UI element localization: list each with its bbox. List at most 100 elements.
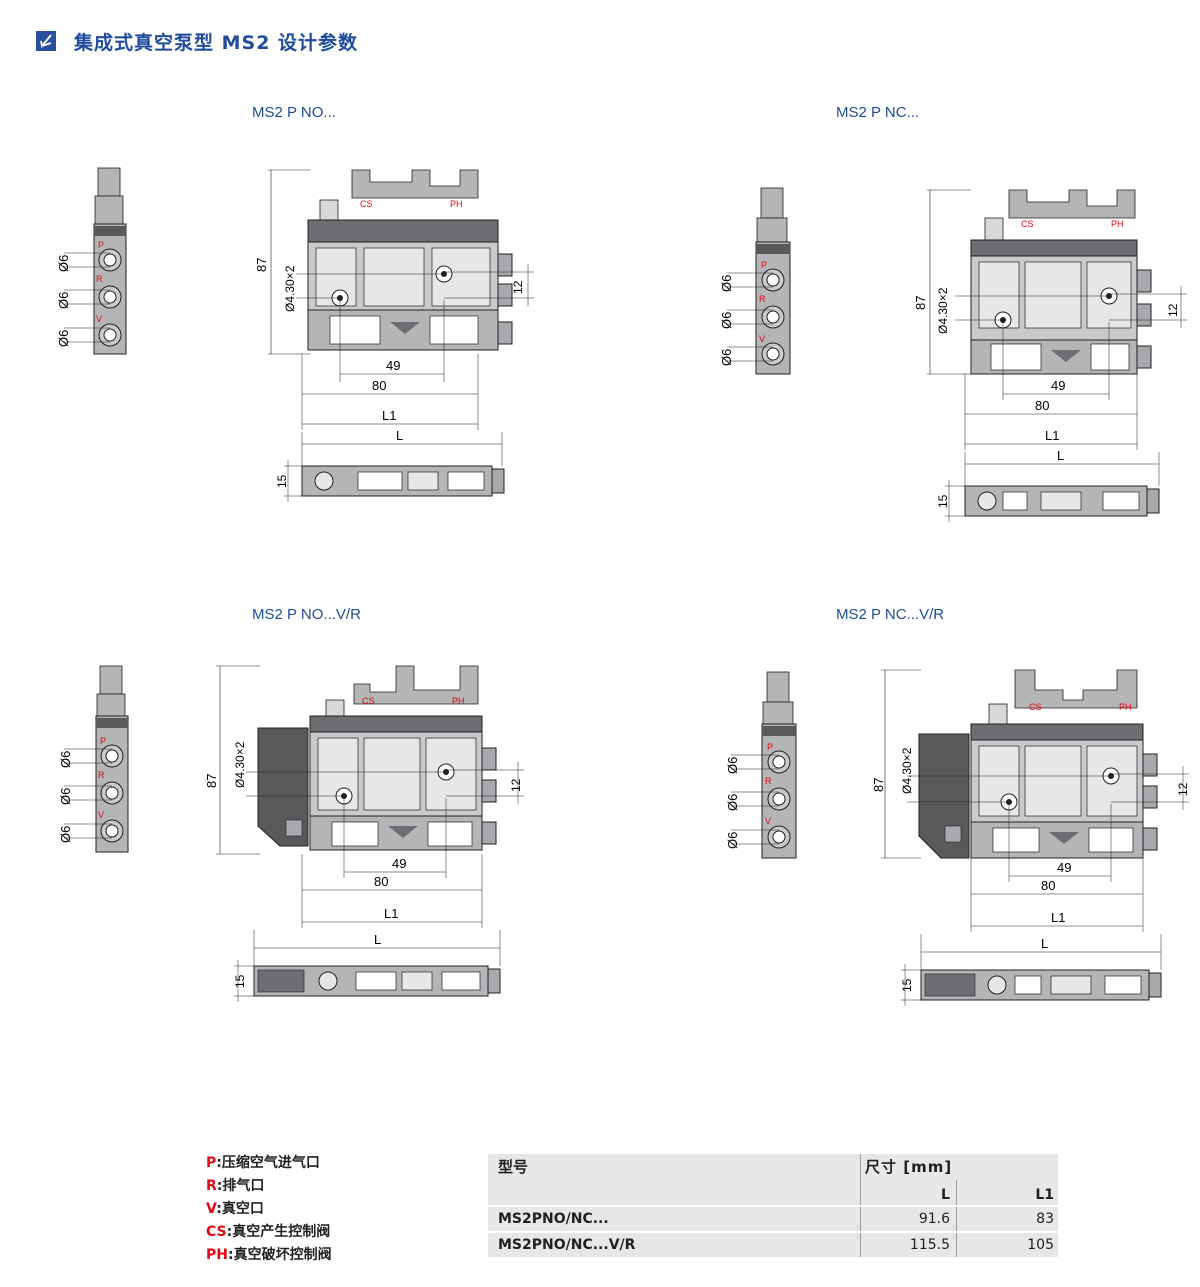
top-view: L 15 [275, 428, 505, 502]
front-view: CS PH 87 Ø4.30×2 12 49 80 [913, 189, 1187, 450]
svg-text:CS: CS [1021, 219, 1034, 229]
svg-text:L: L [396, 428, 403, 443]
drawing-label-no-vr: MS2 P NO...V/R [252, 606, 361, 623]
side-view: P R V Ø6 Ø6 Ø6 [58, 665, 129, 853]
port-legend: P:压缩空气进气口 R:排气口 V:真空口 CS:真空产生控制阀 PH:真空破坏… [206, 1152, 332, 1267]
tick-icon [36, 31, 56, 51]
svg-text:Ø6: Ø6 [56, 292, 71, 309]
svg-text:V: V [765, 816, 771, 826]
column-divider [956, 1180, 957, 1205]
svg-text:PH: PH [450, 199, 463, 209]
svg-text:15: 15 [275, 474, 289, 488]
svg-text:Ø6: Ø6 [725, 794, 740, 811]
svg-text:Ø6: Ø6 [56, 255, 71, 272]
top-view: L 15 [233, 930, 501, 1002]
svg-text:V: V [98, 810, 104, 820]
svg-text:15: 15 [900, 978, 914, 992]
technical-drawing-no-vr: P R V Ø6 Ø6 Ø6 CS PH 87 [58, 665, 524, 1002]
svg-text:80: 80 [372, 378, 386, 393]
svg-text:49: 49 [386, 358, 400, 373]
legend-item: PH:真空破坏控制阀 [206, 1247, 332, 1263]
svg-text:Ø6: Ø6 [725, 832, 740, 849]
l1-cell: 105 [956, 1233, 1058, 1257]
section-header: 集成式真空泵型 MS2 设计参数 [36, 28, 358, 54]
side-view: P R V Ø6 Ø6 Ø6 [719, 187, 791, 375]
svg-text:Ø6: Ø6 [58, 788, 73, 805]
svg-text:12: 12 [509, 778, 523, 792]
svg-text:Ø6: Ø6 [719, 275, 734, 292]
svg-text:Ø4.30×2: Ø4.30×2 [936, 287, 950, 334]
side-view: P R V Ø6 Ø6 Ø6 [56, 167, 127, 355]
column-l-header: L [941, 1187, 950, 1203]
svg-text:49: 49 [1057, 860, 1071, 875]
svg-text:V: V [96, 314, 102, 324]
legend-item: CS:真空产生控制阀 [206, 1224, 331, 1240]
svg-text:12: 12 [1166, 303, 1180, 317]
legend-item: R:排气口 [206, 1178, 265, 1194]
svg-text:L: L [1057, 448, 1064, 463]
svg-text:87: 87 [204, 774, 219, 788]
section-title: 集成式真空泵型 MS2 设计参数 [74, 31, 359, 54]
table-row: MS2PNO/NC...V/R 115.5 105 [488, 1233, 1058, 1257]
svg-text:Ø4.30×2: Ø4.30×2 [233, 741, 247, 788]
svg-text:CS: CS [362, 696, 375, 706]
svg-text:PH: PH [1119, 702, 1132, 712]
svg-text:L1: L1 [382, 408, 396, 423]
model-cell: MS2PNO/NC...V/R [498, 1237, 636, 1253]
l-cell: 115.5 [860, 1233, 956, 1257]
svg-text:15: 15 [233, 974, 247, 988]
svg-text:CS: CS [1029, 702, 1042, 712]
svg-text:49: 49 [1051, 378, 1065, 393]
svg-text:L1: L1 [1045, 428, 1059, 443]
top-view: L 15 [936, 448, 1160, 522]
l-cell: 91.6 [860, 1207, 956, 1231]
table-header: 型号 尺寸 [mm] L L1 [488, 1154, 1058, 1205]
table-row: MS2PNO/NC... 91.6 83 [488, 1207, 1058, 1231]
technical-drawing-nc: P R V Ø6 Ø6 Ø6 CS PH 87 [719, 187, 1187, 522]
drawing-label-nc: MS2 P NC... [836, 104, 920, 121]
svg-text:L1: L1 [384, 906, 398, 921]
svg-text:CS: CS [360, 199, 373, 209]
svg-text:87: 87 [913, 296, 928, 310]
svg-text:12: 12 [511, 280, 525, 294]
svg-text:P: P [761, 260, 767, 270]
svg-text:87: 87 [871, 778, 886, 792]
svg-text:L: L [374, 932, 381, 947]
side-view: P R V Ø6 Ø6 Ø6 [725, 671, 797, 859]
svg-text:R: R [96, 274, 103, 284]
drawing-label-no: MS2 P NO... [252, 104, 336, 121]
front-view: CS PH 87 Ø4.30×2 12 49 [871, 669, 1190, 932]
svg-text:Ø6: Ø6 [719, 312, 734, 329]
technical-drawing-nc-vr: P R V Ø6 Ø6 Ø6 CS PH 87 [725, 669, 1190, 1006]
svg-text:Ø6: Ø6 [725, 757, 740, 774]
drawing-label-nc-vr: MS2 P NC...V/R [836, 606, 945, 623]
model-column-header: 型号 [498, 1158, 529, 1176]
svg-text:Ø6: Ø6 [719, 349, 734, 366]
l1-cell: 83 [956, 1207, 1058, 1231]
svg-text:R: R [759, 294, 766, 304]
svg-text:L: L [1041, 936, 1048, 951]
svg-text:Ø6: Ø6 [58, 751, 73, 768]
svg-text:R: R [98, 770, 105, 780]
legend-item: P:压缩空气进气口 [206, 1155, 320, 1171]
svg-text:Ø4.30×2: Ø4.30×2 [900, 747, 914, 794]
svg-text:V: V [759, 334, 765, 344]
svg-text:87: 87 [254, 258, 269, 272]
svg-text:12: 12 [1176, 782, 1190, 796]
column-l1-header: L1 [1035, 1187, 1054, 1203]
dimension-column-header: 尺寸 [mm] L L1 [860, 1154, 1058, 1205]
svg-text:L1: L1 [1051, 910, 1065, 925]
dimension-table: 型号 尺寸 [mm] L L1 MS2PNO/NC... 91.6 83 MS2… [488, 1154, 1058, 1257]
front-view: CS PH 87 Ø4.30×2 12 49 [204, 665, 524, 928]
technical-drawing-no: P R V Ø6 Ø6 Ø6 CS PH 87 [56, 167, 534, 502]
dimension-title: 尺寸 [mm] [865, 1158, 953, 1176]
svg-text:Ø4.30×2: Ø4.30×2 [283, 265, 297, 312]
svg-text:80: 80 [1035, 398, 1049, 413]
svg-text:R: R [765, 776, 772, 786]
svg-text:15: 15 [936, 494, 950, 508]
model-cell: MS2PNO/NC... [498, 1211, 609, 1227]
legend-item: V:真空口 [206, 1201, 264, 1217]
svg-text:80: 80 [1041, 878, 1055, 893]
svg-text:80: 80 [374, 874, 388, 889]
svg-text:P: P [767, 742, 773, 752]
